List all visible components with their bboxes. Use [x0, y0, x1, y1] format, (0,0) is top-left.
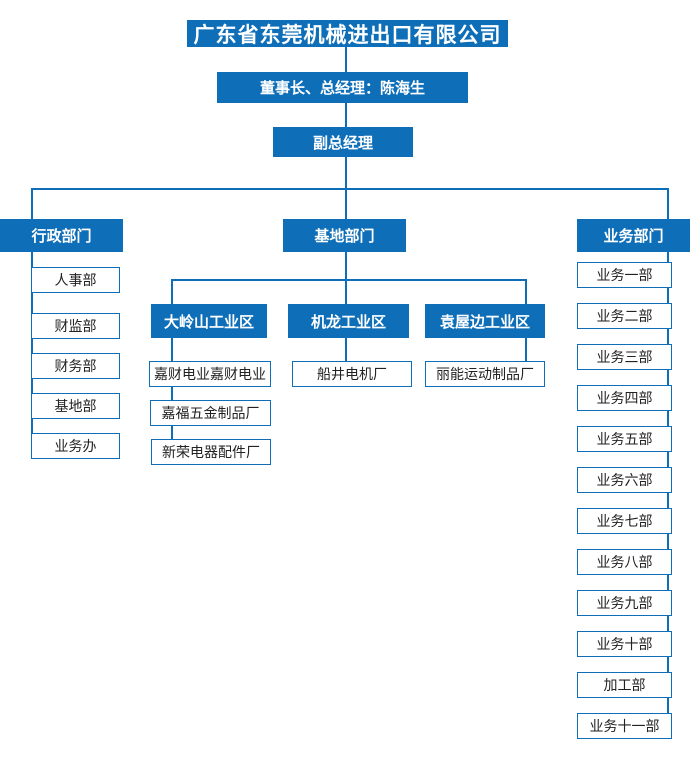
admin-dept-header: 行政部门 — [0, 219, 123, 252]
deputy-gm-box: 副总经理 — [273, 127, 413, 157]
admin-child-caiwubu: 财务部 — [31, 353, 120, 379]
connector-main-horizontal — [31, 188, 669, 190]
business-child-8: 业务八部 — [577, 549, 672, 575]
business-child-5: 业务五部 — [577, 426, 672, 452]
connector-base-column — [345, 188, 347, 361]
admin-child-jidibu: 基地部 — [31, 393, 120, 419]
admin-child-renshibu: 人事部 — [31, 267, 120, 293]
zone1-factory-xinrong: 新荣电器配件厂 — [151, 439, 271, 465]
zone2-factory-chuanjing: 船井电机厂 — [292, 361, 412, 387]
connector-deputy-main — [345, 157, 347, 188]
connector-chairman-deputy — [345, 103, 347, 127]
admin-child-caijianbu: 财监部 — [31, 313, 120, 339]
business-child-6: 业务六部 — [577, 467, 672, 493]
connector-business-column — [667, 188, 669, 726]
zone1-factory-jiafu: 嘉福五金制品厂 — [150, 400, 271, 426]
zone3-factory-lineng: 丽能运动制品厂 — [425, 361, 545, 387]
business-child-4: 业务四部 — [577, 385, 672, 411]
zone-dalingshan-header: 大岭山工业区 — [151, 304, 267, 338]
business-child-9: 业务九部 — [577, 590, 672, 616]
zone1-factory-jiacai: 嘉财电业嘉财电业 — [149, 361, 271, 387]
business-dept-header: 业务部门 — [577, 219, 690, 252]
zone-yuanwubian-header: 袁屋边工业区 — [425, 304, 545, 338]
business-child-3: 业务三部 — [577, 344, 672, 370]
base-dept-header: 基地部门 — [283, 219, 406, 252]
company-title: 广东省东莞机械进出口有限公司 — [187, 20, 508, 47]
admin-child-yewuban: 业务办 — [31, 433, 120, 459]
business-child-1: 业务一部 — [577, 262, 672, 288]
business-child-7: 业务七部 — [577, 508, 672, 534]
chairman-gm-box: 董事长、总经理：陈海生 — [217, 72, 468, 103]
business-child-11: 业务十一部 — [577, 713, 672, 739]
connector-zones-horizontal — [171, 279, 527, 281]
connector-title-chairman — [345, 46, 347, 72]
zone-jilong-header: 机龙工业区 — [288, 304, 409, 338]
business-child-10: 业务十部 — [577, 631, 672, 657]
business-child-jiagongbu: 加工部 — [577, 672, 672, 698]
business-child-2: 业务二部 — [577, 303, 672, 329]
